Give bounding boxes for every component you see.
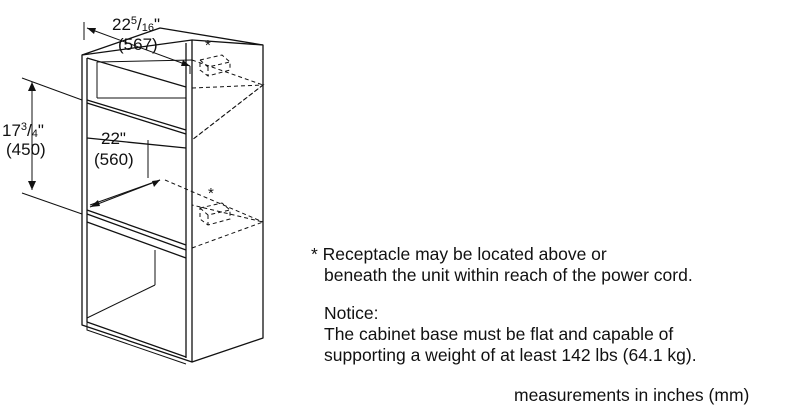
receptacle-marker-bottom: *: [208, 185, 214, 202]
height-denominator: 4: [31, 128, 38, 140]
receptacle-marker-top: *: [205, 37, 211, 54]
units-caption: measurements in inches (mm): [514, 385, 750, 405]
height-whole: 17: [2, 121, 21, 140]
top-width-whole: 22: [112, 15, 131, 34]
top-width-mm: (567): [118, 35, 158, 54]
top-width-denominator: 16: [141, 22, 155, 34]
dimension-lines: [21, 22, 191, 215]
receptacle-note-line1: * Receptacle may be located above or: [311, 244, 607, 264]
receptacle-note-line2: beneath the unit within reach of the pow…: [324, 265, 693, 285]
height-mm: (450): [6, 140, 46, 159]
height-unit: ": [37, 121, 44, 140]
inner-width-inches: 22": [101, 129, 126, 148]
arrowheads: [28, 28, 190, 207]
cabinet-shelves: [86, 57, 193, 365]
height-label: 173/4": [2, 121, 44, 140]
top-width-unit: ": [154, 15, 161, 34]
top-width-numerator: 5: [130, 15, 138, 27]
notice-line1: The cabinet base must be flat and capabl…: [324, 324, 674, 344]
top-width-label: 225/16": [112, 15, 161, 34]
notice-title: Notice:: [324, 303, 379, 323]
receptacle-zones: [164, 54, 265, 249]
height-numerator: 3: [20, 121, 28, 133]
notice-line2: supporting a weight of at least 142 lbs …: [324, 345, 697, 365]
inner-width-mm: (560): [94, 150, 134, 169]
cabinet-outline: [81, 27, 264, 363]
